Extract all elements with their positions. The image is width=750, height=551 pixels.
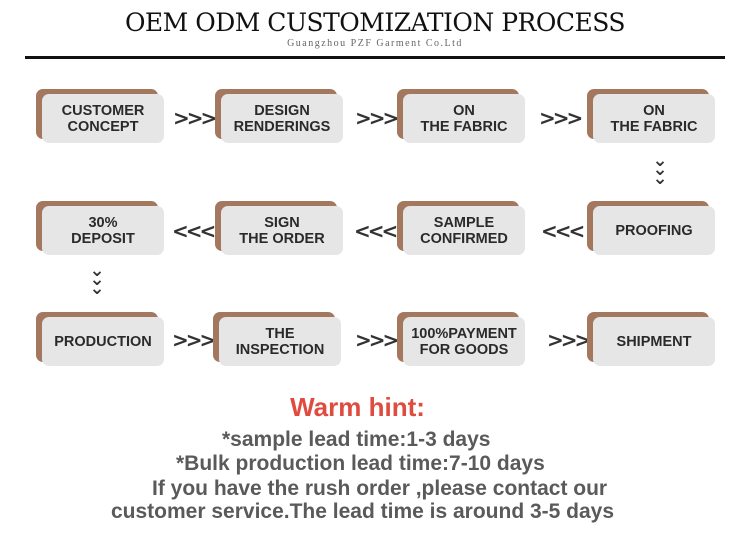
arrow-left-icon: <<< bbox=[541, 219, 585, 243]
hint-line: *Bulk production lead time:7-10 days bbox=[176, 452, 545, 475]
hint-line: customer service.The lead time is around… bbox=[111, 500, 615, 523]
warm-hint-title: Warm hint: bbox=[290, 392, 425, 422]
step-label: 100%PAYMENT FOR GOODS bbox=[403, 317, 525, 366]
step-customer-concept: CUSTOMER CONCEPT bbox=[36, 89, 164, 143]
step-deposit: 30% DEPOSIT bbox=[36, 201, 164, 255]
arrow-right-icon: >>> bbox=[355, 328, 399, 352]
step-label: CUSTOMER CONCEPT bbox=[42, 94, 164, 143]
step-sign-the-order: SIGN THE ORDER bbox=[215, 201, 343, 255]
step-production: PRODUCTION bbox=[36, 312, 164, 366]
step-label: ON THE FABRIC bbox=[403, 94, 525, 143]
step-inspection: THE INSPECTION bbox=[213, 312, 341, 366]
arrow-right-icon: >>> bbox=[539, 106, 583, 130]
step-on-the-fabric-2: ON THE FABRIC bbox=[587, 89, 715, 143]
header-divider bbox=[25, 56, 725, 59]
step-shipment: SHIPMENT bbox=[587, 312, 715, 366]
arrow-left-icon: <<< bbox=[354, 219, 398, 243]
step-full-payment: 100%PAYMENT FOR GOODS bbox=[397, 312, 525, 366]
arrow-right-icon: >>> bbox=[355, 106, 399, 130]
step-label: PROOFING bbox=[593, 206, 715, 255]
step-proofing: PROOFING bbox=[587, 201, 715, 255]
step-label: 30% DEPOSIT bbox=[42, 206, 164, 255]
step-label: SAMPLE CONFIRMED bbox=[403, 206, 525, 255]
step-design-renderings: DESIGN RENDERINGS bbox=[215, 89, 343, 143]
step-label: PRODUCTION bbox=[42, 317, 164, 366]
arrow-left-icon: <<< bbox=[172, 219, 216, 243]
step-sample-confirmed: SAMPLE CONFIRMED bbox=[397, 201, 525, 255]
step-label: SHIPMENT bbox=[593, 317, 715, 366]
company-subtitle: Guangzhou PZF Garment Co.Ltd bbox=[287, 38, 463, 49]
arrow-right-icon: >>> bbox=[547, 328, 591, 352]
step-label: ON THE FABRIC bbox=[593, 94, 715, 143]
arrow-down-icon: ⌄⌄⌄ bbox=[652, 150, 668, 189]
arrow-down-icon: ⌄⌄⌄ bbox=[89, 260, 105, 299]
step-on-the-fabric: ON THE FABRIC bbox=[397, 89, 525, 143]
hint-line: If you have the rush order ,please conta… bbox=[152, 477, 608, 500]
step-label: DESIGN RENDERINGS bbox=[221, 94, 343, 143]
arrow-right-icon: >>> bbox=[172, 328, 216, 352]
hint-line: *sample lead time:1-3 days bbox=[222, 428, 491, 451]
page-title: OEM ODM CUSTOMIZATION PROCESS bbox=[124, 8, 626, 37]
arrow-right-icon: >>> bbox=[173, 106, 217, 130]
step-label: THE INSPECTION bbox=[219, 317, 341, 366]
step-label: SIGN THE ORDER bbox=[221, 206, 343, 255]
